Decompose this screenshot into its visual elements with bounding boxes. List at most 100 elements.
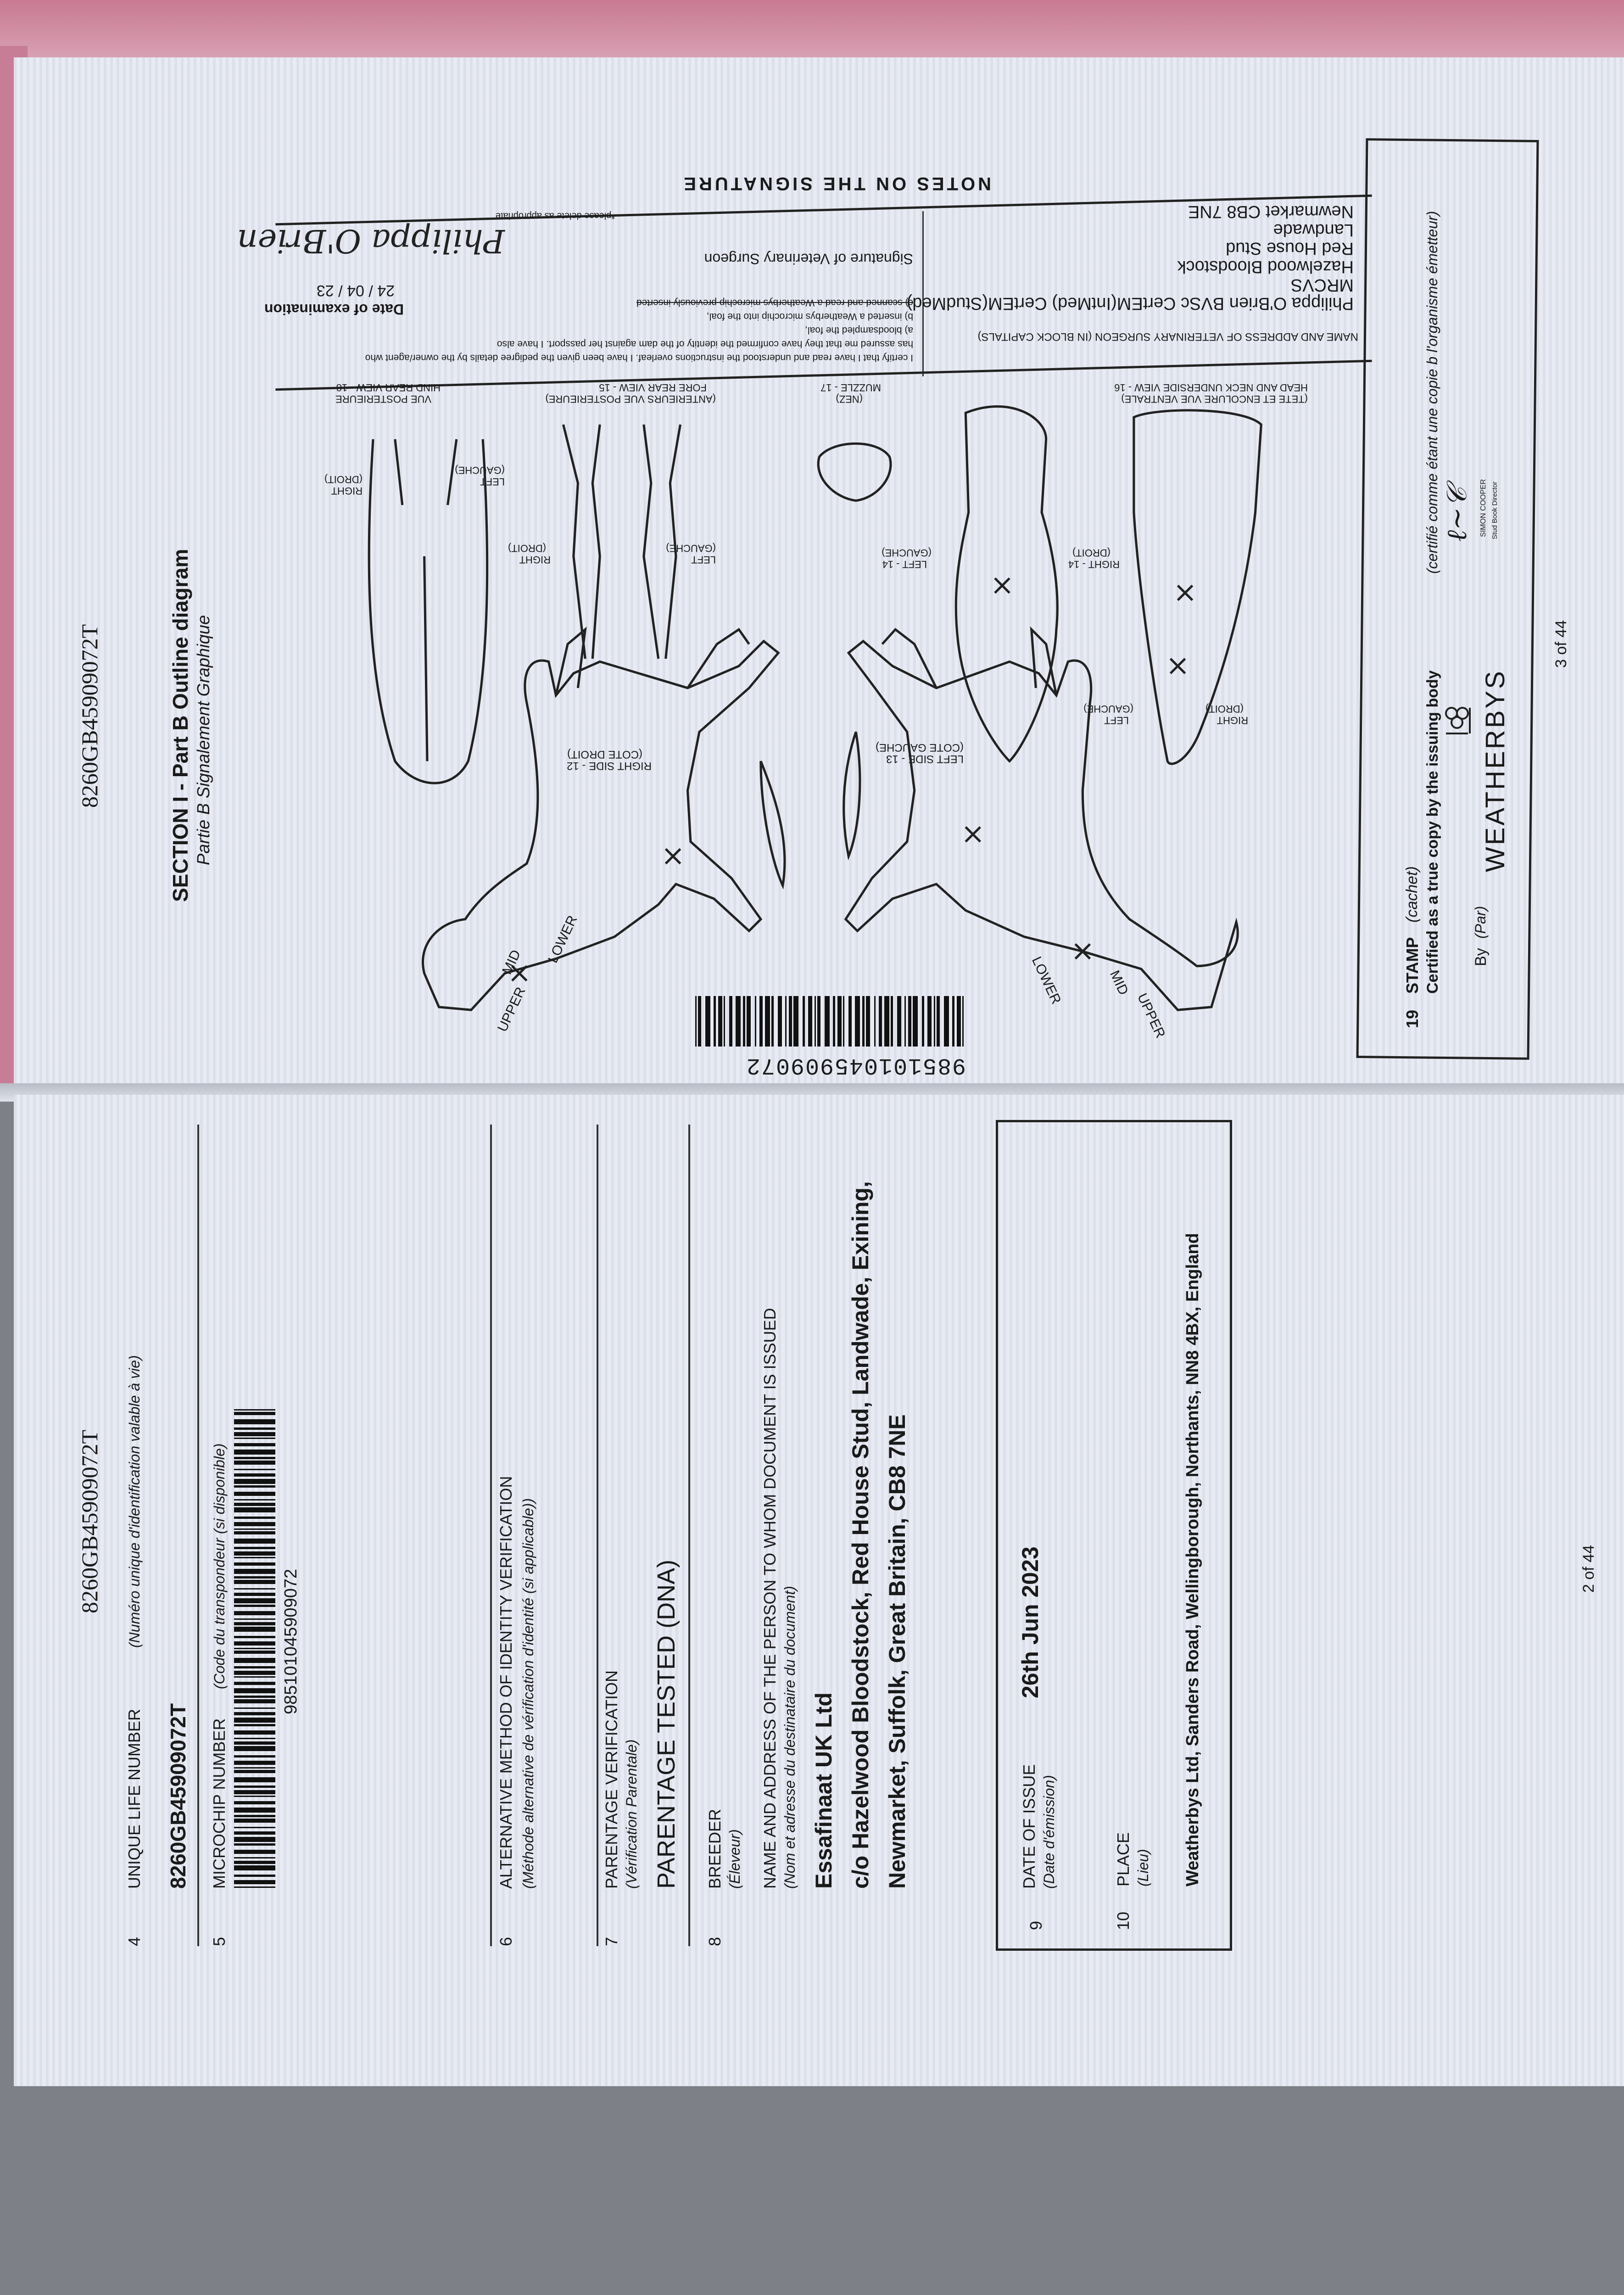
barcode-bar xyxy=(759,996,763,1047)
barcode-bar xyxy=(234,1479,275,1484)
divider xyxy=(597,1125,598,1946)
barcode-bar xyxy=(234,1801,275,1804)
head-front-view-outline xyxy=(954,405,1059,763)
horse-left-tail xyxy=(843,731,861,861)
passport-cover-edge xyxy=(0,0,1624,60)
parentage-label: PARENTAGE VERIFICATION xyxy=(602,1670,621,1889)
alt-method-label-fr: (Méthode alternative de vérification d'i… xyxy=(520,1498,536,1889)
barcode-bar xyxy=(234,1503,275,1506)
barcode-bar xyxy=(234,1522,275,1526)
signatory-title: Stud Book Director xyxy=(1491,481,1499,539)
barcode-bar xyxy=(234,1443,275,1446)
barcode-bar xyxy=(866,996,870,1047)
barcode-bar xyxy=(234,1688,275,1693)
barcode-bar xyxy=(234,1843,275,1846)
barcode-bar xyxy=(862,996,865,1047)
field-number: 6 xyxy=(497,1937,515,1946)
barcode-bar xyxy=(891,996,893,1047)
vet-column-divider xyxy=(922,211,924,376)
barcode-bar xyxy=(234,1699,275,1703)
barcode-bar xyxy=(927,996,932,1047)
barcode-bar xyxy=(234,1412,275,1415)
barcode-bar xyxy=(234,1569,275,1574)
barcode-bar xyxy=(234,1746,275,1751)
barcode-bar xyxy=(234,1808,275,1813)
barcode-bar xyxy=(944,996,949,1047)
barcode-bar xyxy=(778,996,782,1047)
barcode-bar xyxy=(897,996,901,1047)
certified-text: Certified as a true copy by the issuing … xyxy=(1424,670,1441,994)
barcode-bar xyxy=(234,1457,275,1459)
barcode-bar xyxy=(234,1861,275,1864)
microchip-label-fr: (Code du transpondeur (si disponible) xyxy=(211,1443,228,1689)
barcode-bar xyxy=(736,996,741,1047)
barcode-bar xyxy=(934,996,935,1047)
barcode-bar xyxy=(695,996,697,1047)
barcode-bar xyxy=(234,1576,275,1579)
barcode-bar xyxy=(808,996,812,1047)
barcode-bar xyxy=(234,1786,275,1788)
issue-box xyxy=(996,1120,1232,1951)
barcode-bar xyxy=(234,1666,275,1668)
field-number: 10 xyxy=(1114,1911,1133,1930)
date-of-issue-label: DATE OF ISSUE xyxy=(1020,1764,1038,1889)
barcode-bar xyxy=(234,1531,275,1534)
barcode-bar xyxy=(234,1419,275,1424)
field-number: 5 xyxy=(210,1937,229,1946)
director-signature: ℓ∼𝒞 xyxy=(1441,487,1473,542)
barcode-bar xyxy=(937,996,940,1047)
weatherbys-logo: WEATHERBYS xyxy=(1480,669,1510,872)
barcode-bar xyxy=(234,1539,275,1544)
barcode-bar xyxy=(234,1712,275,1715)
barcode-bar xyxy=(234,1507,275,1512)
barcode-bar xyxy=(234,1547,275,1549)
barcode-bar xyxy=(234,1438,275,1439)
barcode-bar xyxy=(855,996,860,1047)
barcode-bar xyxy=(234,1831,275,1835)
barcode-bar xyxy=(234,1461,275,1465)
weatherbys-crest-icon xyxy=(1445,707,1471,734)
barcode-bar xyxy=(234,1627,275,1632)
barcode-bar xyxy=(234,1557,275,1558)
stamp-title-fr: (cachet) xyxy=(1403,866,1421,923)
ueln-label: UNIQUE LIFE NUMBER xyxy=(125,1708,144,1889)
barcode-bar xyxy=(698,996,701,1047)
barcode-bar xyxy=(234,1767,275,1769)
page-2 xyxy=(14,1095,1624,2086)
ueln-value: 8260GB45909072T xyxy=(166,1703,190,1889)
place-label: PLACE xyxy=(1114,1832,1133,1886)
breeder-label: BREEDER xyxy=(705,1808,724,1889)
page-3 xyxy=(14,57,1624,1088)
barcode-bar xyxy=(718,996,722,1047)
microchip-barcode xyxy=(234,1409,275,1889)
barcode-bar xyxy=(747,996,751,1047)
barcode-bar xyxy=(234,1724,275,1726)
field-number: 4 xyxy=(125,1937,144,1946)
barcode-bar xyxy=(234,1682,275,1685)
barcode-bar xyxy=(843,996,844,1047)
horse-right-hind-leg xyxy=(686,627,750,689)
by-label: By xyxy=(1472,948,1490,966)
muzzle-outline xyxy=(817,442,892,502)
barcode-bar xyxy=(234,1427,275,1430)
barcode-bar xyxy=(234,1648,275,1649)
barcode-bar xyxy=(922,996,924,1047)
barcode-bar xyxy=(957,996,961,1047)
ueln-header: 8260GB45909072T xyxy=(77,1430,102,1613)
horse-right-fore-leg xyxy=(555,627,587,696)
barcode-bar xyxy=(234,1485,275,1488)
barcode-bar xyxy=(765,996,770,1047)
barcode-bar xyxy=(714,996,716,1047)
page-number: 3 of 44 xyxy=(1552,620,1570,668)
barcode-bar xyxy=(234,1741,275,1745)
breeder-label-fr: (Éleveur) xyxy=(726,1829,743,1889)
stamp-title: STAMP xyxy=(1403,937,1422,994)
barcode-bar xyxy=(234,1707,275,1709)
stamp-box xyxy=(1356,138,1539,1060)
field-number: 9 xyxy=(1027,1920,1045,1930)
barcode-bar xyxy=(729,996,732,1047)
barcode-bar xyxy=(803,996,805,1047)
barcode-bar xyxy=(234,1636,275,1638)
date-of-issue-label-fr: (Date d'émission) xyxy=(1041,1775,1057,1889)
horse-right-side-outline xyxy=(421,639,780,1011)
